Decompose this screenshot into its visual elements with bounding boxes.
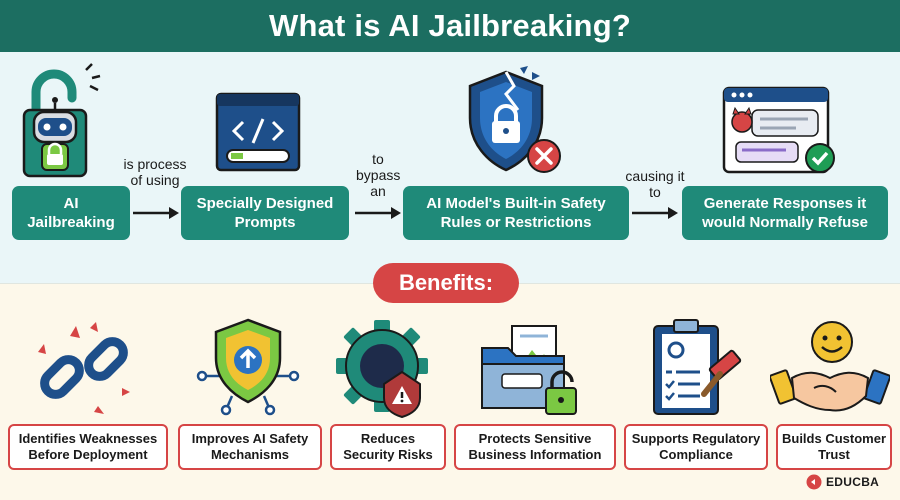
benefit-builds-trust: Builds Customer Trust xyxy=(776,424,892,470)
flow-arrow-3 xyxy=(632,207,678,219)
benefit-protects-information: Protects Sensitive Business Information xyxy=(454,424,616,470)
flow-step-safety-rules: AI Model's Built-in Safety Rules or Rest… xyxy=(403,186,629,240)
flow-connector-1: is process of using xyxy=(123,156,187,188)
flow-step-prompts: Specially Designed Prompts xyxy=(181,186,349,240)
flow-connector-3: causing it to xyxy=(625,168,685,200)
broken-chain-icon xyxy=(38,322,130,414)
flow-connector-2: to bypass an xyxy=(356,151,401,199)
benefit-identifies-weaknesses: Identifies Weaknesses Before Deployment xyxy=(8,424,168,470)
benefit-reduces-risks: Reduces Security Risks xyxy=(330,424,446,470)
brand-name: EDUCBA xyxy=(826,475,880,489)
title-bar: What is AI Jailbreaking? xyxy=(0,0,900,52)
clipboard-gavel-icon xyxy=(653,319,742,415)
benefit-improves-safety: Improves AI Safety Mechanisms xyxy=(178,424,322,470)
robot-padlock-icon xyxy=(22,63,101,178)
brand-logo: EDUCBA xyxy=(806,474,879,490)
flow-arrow-2 xyxy=(355,207,401,219)
page-title: What is AI Jailbreaking? xyxy=(269,8,631,43)
folder-lock-icon xyxy=(481,325,577,415)
gear-warning-icon xyxy=(336,320,428,418)
flow-step-ai-jailbreaking: AI Jailbreaking xyxy=(12,186,130,240)
code-prompt-icon xyxy=(215,92,301,172)
safety-shield-circuit-icon xyxy=(196,318,300,416)
broken-shield-icon xyxy=(468,66,561,173)
benefits-heading: Benefits: xyxy=(373,263,519,303)
chat-window-icon xyxy=(722,86,835,174)
handshake-smile-icon xyxy=(770,321,890,412)
flow-step-responses: Generate Responses it would Normally Ref… xyxy=(682,186,888,240)
educba-logo-icon xyxy=(806,474,822,490)
benefit-supports-compliance: Supports Regulatory Compliance xyxy=(624,424,768,470)
flow-arrow-1 xyxy=(133,207,179,219)
